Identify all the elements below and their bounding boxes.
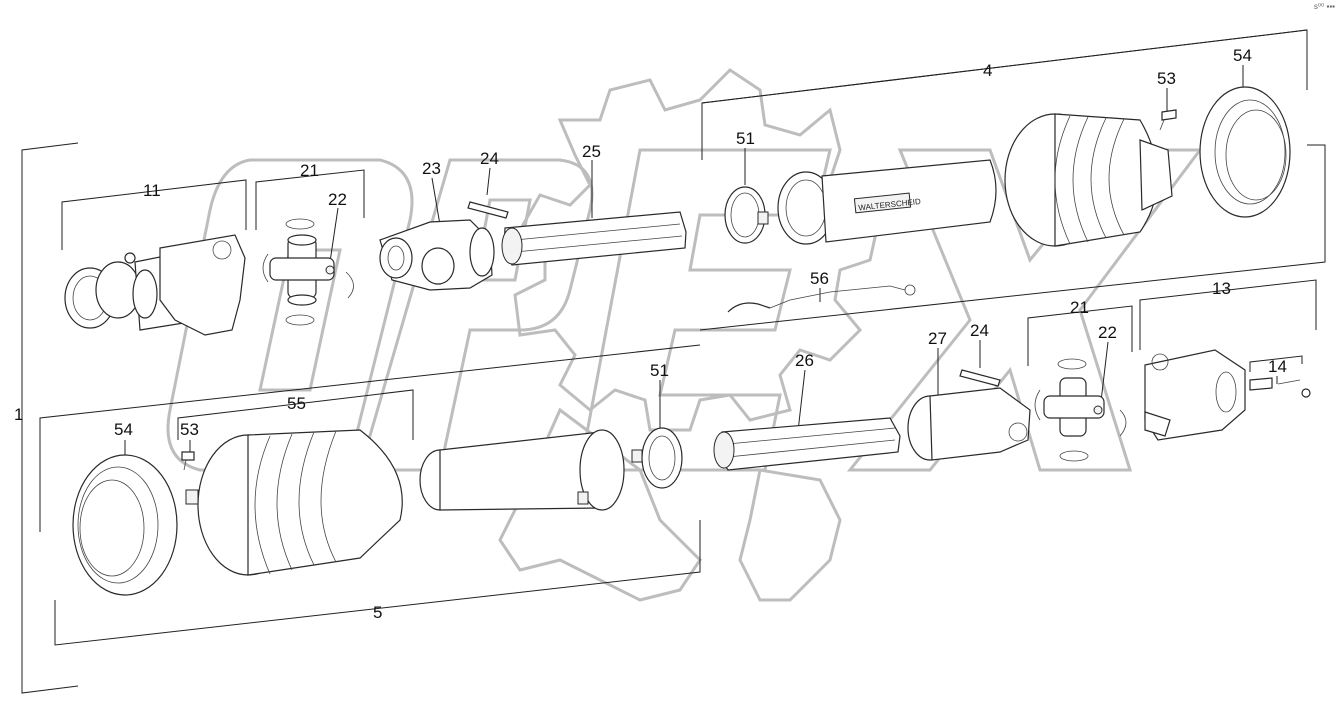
part-4-guard-cone-upper xyxy=(1004,113,1173,247)
callout-24-lower: 24 xyxy=(970,321,989,340)
leader-lines xyxy=(124,65,1278,458)
callout-labels: 1 4 5 11 13 14 21 21 22 22 23 24 24 25 2… xyxy=(14,46,1287,622)
part-56-chain xyxy=(727,284,916,313)
callout-1: 1 xyxy=(14,405,23,424)
callout-4: 4 xyxy=(983,61,992,80)
part-13-yoke-assembly xyxy=(1144,349,1246,441)
callout-22-upper: 22 xyxy=(328,190,347,209)
callout-5: 5 xyxy=(373,603,382,622)
callout-27: 27 xyxy=(928,329,947,348)
callout-51-upper: 51 xyxy=(736,129,755,148)
part-21-cross-journal-upper xyxy=(262,218,354,326)
callout-21-lower: 21 xyxy=(1070,298,1089,317)
part-54-cover-lower xyxy=(72,454,178,596)
part-26-profile-tube xyxy=(713,417,901,471)
part-54-cover-upper xyxy=(1199,86,1291,218)
part-23-yoke xyxy=(379,219,495,291)
corner-mark: s⁰⁰ ▪▪▪ xyxy=(1313,2,1335,11)
part-5-guard-tube-lower xyxy=(419,429,643,511)
callout-55: 55 xyxy=(287,394,306,413)
callout-14: 14 xyxy=(1268,357,1287,376)
callout-13: 13 xyxy=(1212,279,1231,298)
assembly-brackets xyxy=(21,29,1326,694)
callout-11: 11 xyxy=(143,181,161,200)
part-27-yoke xyxy=(907,387,1031,461)
callout-54-upper: 54 xyxy=(1233,46,1252,65)
callout-26: 26 xyxy=(795,351,814,370)
part-53-screw-lower xyxy=(181,451,195,471)
watermark-logo xyxy=(166,68,1203,602)
part-51-bearing-ring-lower xyxy=(641,427,683,489)
part-14-pin-set xyxy=(1249,377,1311,398)
part-21-cross-journal-lower xyxy=(1034,358,1127,462)
callout-53-upper: 53 xyxy=(1157,69,1176,88)
callout-22-lower: 22 xyxy=(1098,323,1117,342)
callout-54-lower: 54 xyxy=(114,420,133,439)
callout-51-lower: 51 xyxy=(650,361,669,380)
part-24-pin-lower xyxy=(959,369,1001,387)
part-53-screw-upper xyxy=(1159,109,1177,131)
part-11-yoke-assembly xyxy=(64,234,246,336)
part-51-bearing-ring-upper xyxy=(724,186,769,244)
part-24-pin-upper xyxy=(467,201,509,219)
callout-53-lower: 53 xyxy=(180,420,199,439)
part-55-guard-cone-lower xyxy=(185,429,403,576)
callout-56: 56 xyxy=(810,269,829,288)
callout-23: 23 xyxy=(422,159,441,178)
part-4-guard-tube-upper: WALTERSCHEID xyxy=(777,159,997,245)
callout-25: 25 xyxy=(582,142,601,161)
part-25-profile-tube xyxy=(501,211,687,266)
callout-21-upper: 21 xyxy=(300,161,319,180)
callout-24-upper: 24 xyxy=(480,149,499,168)
